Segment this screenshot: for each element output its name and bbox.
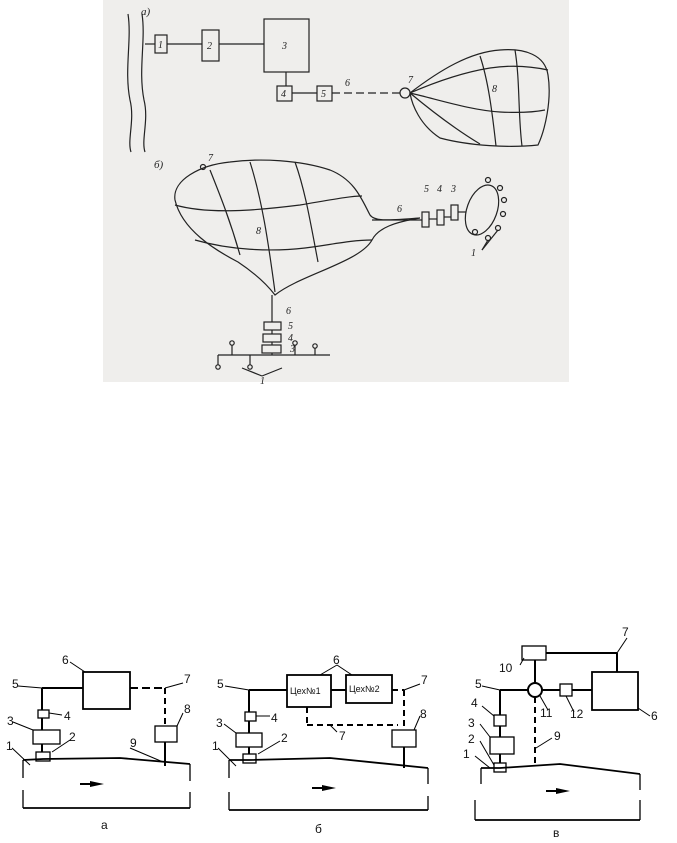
bc-label-7: 7: [622, 625, 629, 639]
bottom-c-box-12: [559, 683, 573, 697]
b-bottom-box-5: [263, 321, 282, 331]
bottom-diagram-c: [474, 637, 651, 821]
b-label-3-bottom: 3: [289, 344, 295, 355]
bb-label-2: 2: [281, 731, 288, 745]
bottom-c-box-10: [521, 645, 547, 661]
bc-label-9: 9: [554, 729, 561, 743]
ba-label-6: 6: [62, 653, 69, 667]
a-network-area-8: [409, 49, 550, 147]
bottom-b-labels: 1 2 3 4 5 6 7 7 8 Цех№1 Цех№2 б: [212, 653, 428, 836]
bc-label-4: 4: [471, 696, 478, 710]
bc-label-12: 12: [570, 707, 584, 721]
ba-label-5: 5: [12, 677, 19, 691]
a-box-2: [201, 29, 220, 62]
bottom-b-box-2: [242, 753, 257, 764]
bottom-a-box-4: [37, 709, 50, 719]
scanned-diagram-background: [103, 0, 569, 382]
ba-label-7: 7: [184, 672, 191, 686]
bb-shop2-label: Цех№2: [349, 684, 380, 694]
b-bottom-box-4: [262, 333, 282, 343]
b-label-3-right: 3: [450, 184, 456, 195]
bb-label-7-top: 7: [421, 673, 428, 687]
a-label-3: 3: [281, 41, 287, 52]
bottom-c-box-4: [493, 714, 507, 727]
bb-label-4: 4: [271, 711, 278, 725]
b-network-area-8: [174, 159, 421, 296]
bb-label-1: 1: [212, 739, 219, 753]
bottom-a-box-6: [82, 671, 131, 710]
label-part-a: а): [141, 6, 151, 18]
b-label-7: 7: [208, 153, 214, 164]
bottom-c-labels: 1 2 3 4 5 6 7 9 10 11 12 в: [463, 625, 658, 840]
top-a-labels: 1 2 3 4 5 6 7 8: [158, 40, 497, 100]
bottom-c-node-11: [527, 682, 543, 698]
b-right-box-5: [421, 211, 430, 228]
a-node-7: [399, 87, 411, 99]
b-label-5-bottom: 5: [288, 321, 293, 332]
top-diagram-b: [174, 159, 508, 377]
bc-label-11: 11: [540, 706, 553, 720]
b-label-6-right: 6: [397, 204, 402, 215]
a-label-8: 8: [492, 84, 497, 95]
bottom-b-box-8: [391, 729, 417, 748]
b-right-box-3: [450, 204, 459, 221]
bc-label-3: 3: [468, 716, 475, 730]
bb-label-7-dashed: 7: [339, 729, 346, 743]
bottom-diagram-b: [217, 664, 429, 811]
bottom-a-labels: 1 2 3 4 5 6 7 8 9 а: [6, 653, 191, 832]
b-label-6-bottom: 6: [286, 306, 291, 317]
b-node-7: [199, 163, 207, 171]
b-label-1-bottom: 1: [260, 376, 265, 387]
bb-label-6: 6: [333, 653, 340, 667]
a-label-5: 5: [321, 89, 326, 100]
bottom-c-box-2: [493, 762, 507, 773]
bottom-b-box-4: [244, 711, 257, 722]
bb-shop1-label: Цех№1: [290, 686, 321, 696]
ba-label-3: 3: [7, 714, 14, 728]
bottom-b-box-3: [235, 732, 263, 748]
ba-label-1: 1: [6, 739, 13, 753]
bb-label-8: 8: [420, 707, 427, 721]
b-label-1-right: 1: [471, 248, 476, 259]
caption-a: а: [101, 818, 108, 832]
b-label-8: 8: [256, 226, 261, 237]
bc-label-10: 10: [499, 661, 513, 675]
b-bottom-box-3: [261, 344, 282, 354]
bc-label-1: 1: [463, 747, 470, 761]
ba-label-4: 4: [64, 709, 71, 723]
a-label-2: 2: [207, 41, 212, 52]
b-label-5-right: 5: [424, 184, 429, 195]
bb-label-5: 5: [217, 677, 224, 691]
b-right-box-4: [436, 209, 445, 226]
ba-label-9: 9: [130, 736, 137, 750]
bc-label-5: 5: [475, 677, 482, 691]
label-part-b: б): [154, 159, 164, 171]
bottom-a-box-2: [35, 751, 51, 762]
top-diagram-a: [127, 13, 550, 153]
b-label-4-right: 4: [437, 184, 442, 195]
ba-label-2: 2: [69, 730, 76, 744]
a-label-6: 6: [345, 78, 350, 89]
bc-label-2: 2: [468, 732, 475, 746]
ba-label-8: 8: [184, 702, 191, 716]
caption-b: б: [315, 822, 322, 836]
bottom-a-box-3: [32, 729, 61, 745]
a-label-1: 1: [158, 40, 163, 51]
bottom-c-box-3: [489, 736, 515, 755]
b-label-4-bottom: 4: [288, 333, 293, 344]
bb-label-3: 3: [216, 716, 223, 730]
caption-c: в: [553, 826, 559, 840]
river-bank-left: [127, 13, 133, 153]
bc-label-6: 6: [651, 709, 658, 723]
river-bank-right: [141, 13, 147, 153]
a-label-7: 7: [408, 75, 414, 86]
top-b-labels: 7 8 6 5 4 3 1 6 5 4 3 1: [208, 153, 476, 387]
bottom-diagram-a: [11, 661, 191, 809]
bottom-c-box-6: [591, 671, 639, 711]
a-label-4: 4: [281, 89, 286, 100]
bottom-a-box-8: [154, 725, 178, 743]
